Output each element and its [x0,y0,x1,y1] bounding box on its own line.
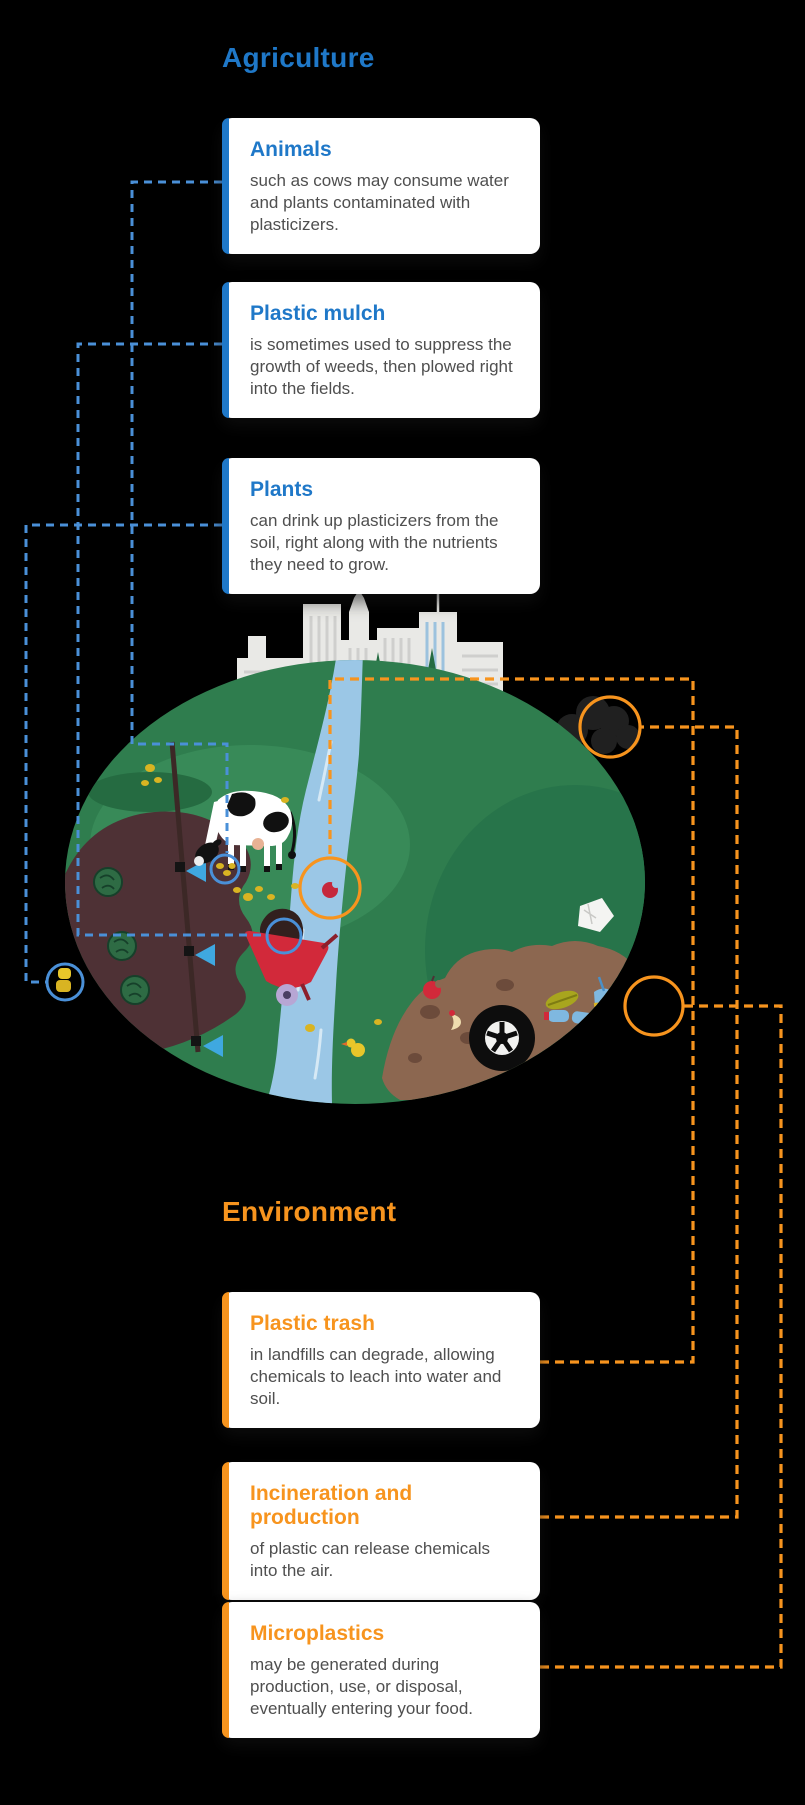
highlight-factory-smoke [578,695,642,759]
connectors-blue [24,180,266,984]
card-incineration-body: of plastic can release chemicals into th… [250,1539,491,1581]
connector-plastic-mulch [76,342,266,937]
agriculture-heading: Agriculture [222,42,375,73]
connector-microplastics [540,1004,783,1669]
pellets [141,764,299,901]
card-plastic-trash-title: Plastic trash [250,1312,375,1335]
river-plastic-icon [322,880,340,898]
wheelbarrow-icon [245,908,339,1006]
card-plants-body: can drink up plasticizers from the soil,… [250,511,499,575]
highlight-circles-blue [45,853,303,1002]
soil-pellets [56,968,71,992]
card-animals-body: such as cows may consume water and plant… [250,171,509,235]
card-microplastics: Microplastics may be generated during pr… [222,1602,540,1739]
connector-plants [24,523,222,984]
duck-icon [341,1038,365,1057]
highlight-landfill-shards [623,975,685,1037]
highlight-river-plastic [298,856,362,920]
card-plants-title: Plants [250,478,314,501]
apple-icon [423,975,443,999]
highlight-wheelbarrow-soil [265,917,303,955]
environment-heading: Environment [222,1196,397,1227]
card-plastic-mulch-title: Plastic mulch [250,302,386,325]
apple-core-icon [449,1010,461,1030]
cow-icon [194,790,297,872]
connector-animals [130,180,229,853]
highlight-cow-grazing [209,853,241,885]
hedge-icon [88,772,212,812]
card-plastic-trash: Plastic trash in landfills can degrade, … [222,1292,540,1429]
card-animals: Animals such as cows may consume water a… [222,118,540,255]
card-plastic-mulch-body: is sometimes used to suppress the growth… [250,335,513,399]
card-plastic-trash-body: in landfills can degrade, allowing chemi… [250,1345,502,1409]
tire-icon [469,1005,535,1071]
connectors-orange [328,677,783,1669]
highlight-soil-pellets [45,962,85,1002]
card-plants: Plants can drink up plasticizers from th… [222,458,540,595]
connector-incineration [540,725,739,1519]
fence-flag-icon [169,741,223,1057]
card-microplastics-title: Microplastics [250,1622,385,1645]
scene [56,573,645,1104]
tilled-soil [65,811,253,1054]
card-animals-title: Animals [250,138,332,161]
card-microplastics-body: may be generated during production, use,… [250,1655,474,1719]
card-incineration: Incineration and production of plastic c… [222,1462,540,1601]
crumpled-paper-icon [578,898,614,932]
highlight-circles-orange [298,695,685,1037]
card-plastic-mulch: Plastic mulch is sometimes used to suppr… [222,282,540,419]
card-incineration-title: Incineration and production [250,1482,413,1530]
